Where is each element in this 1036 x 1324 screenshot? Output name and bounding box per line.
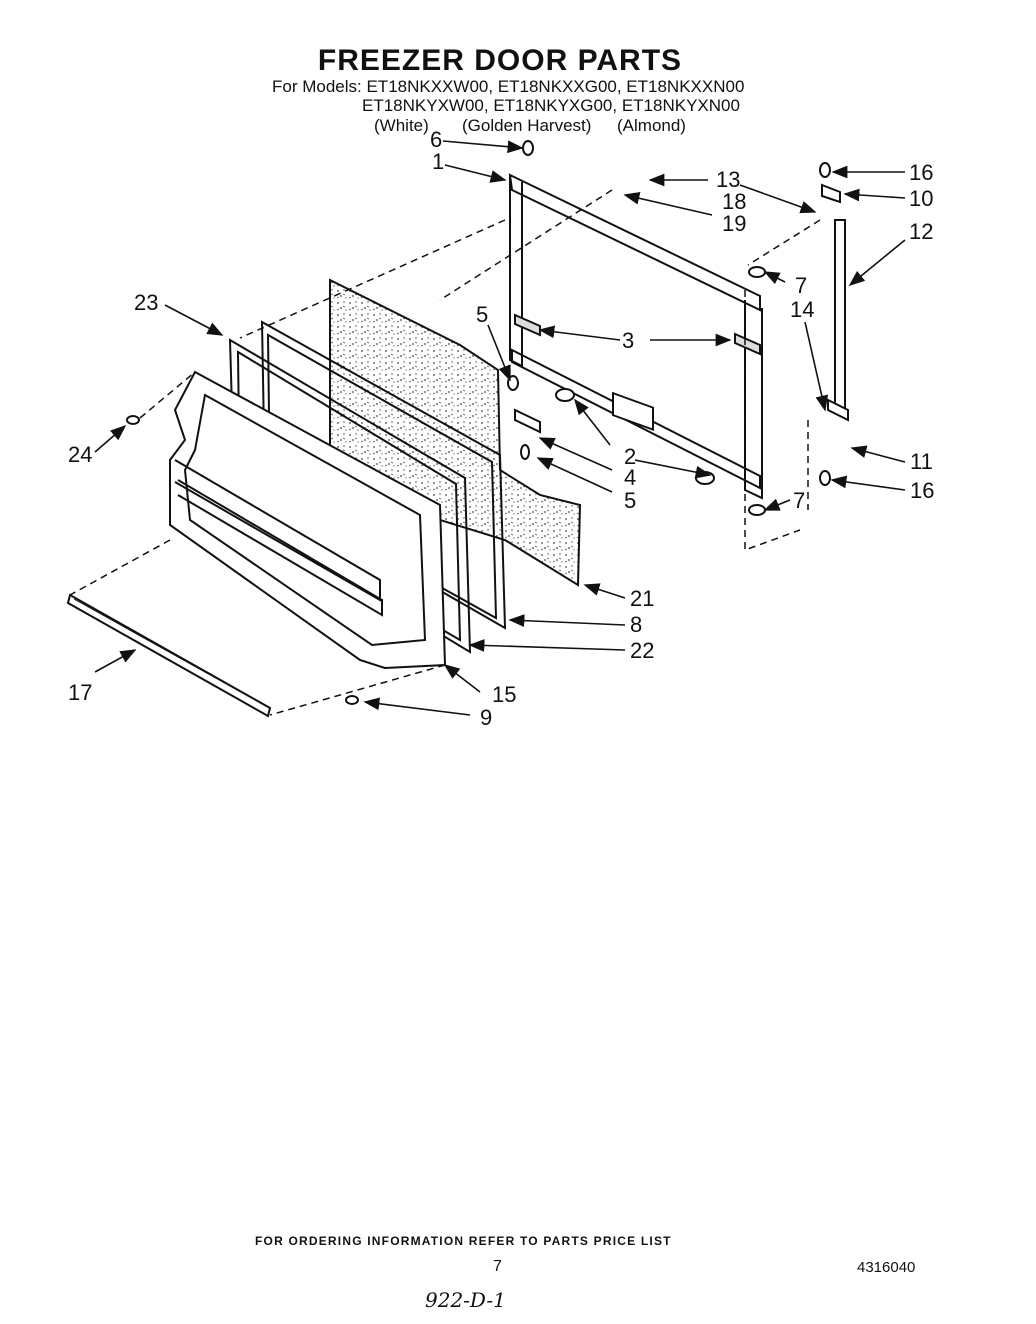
callout-19: 19 [722,211,746,236]
callout-10: 10 [909,186,933,211]
callout-13: 13 [716,167,740,192]
dashed-guide-lines [69,189,821,716]
page-title: FREEZER DOOR PARTS [317,44,683,77]
screws [126,140,831,705]
hinge-parts [514,183,849,516]
door-frame [508,173,763,500]
callout-16-bottom: 16 [910,478,934,503]
callout-5-bottom: 5 [624,488,636,513]
inner-door-liner [169,370,447,670]
callout-14: 14 [790,297,814,322]
callout-labels: 1 6 13 18 19 16 10 12 7 14 3 5 23 24 2 4… [68,127,934,730]
callout-21: 21 [630,586,654,611]
callout-3: 3 [622,328,634,353]
callout-7-top: 7 [795,273,807,298]
callout-8: 8 [630,612,642,637]
ordering-note: FOR ORDERING INFORMATION REFER TO PARTS … [255,1234,672,1248]
callout-7-bottom: 7 [793,488,805,513]
models-line-2: ET18NKYXW00, ET18NKYXG00, ET18NKYXN00 [362,96,740,115]
color-white-label: (White) [374,116,429,135]
leader-arrows [94,140,906,716]
callout-6: 6 [430,127,442,152]
callout-11: 11 [910,449,933,474]
callout-12: 12 [909,219,933,244]
page-number: 7 [493,1258,502,1275]
callout-18: 18 [722,189,746,214]
color-almond-label: (Almond) [617,116,686,135]
callout-9: 9 [480,705,492,730]
models-line-1: For Models: ET18NKXXW00, ET18NKXXG00, ET… [272,77,745,96]
callout-24: 24 [68,442,92,467]
callout-4: 4 [624,465,636,490]
document-number: 4316040 [857,1259,916,1276]
callout-5-top: 5 [476,302,488,327]
callout-1: 1 [432,149,444,174]
callout-22: 22 [630,638,654,663]
callout-16-top: 16 [909,160,933,185]
callout-2: 2 [624,444,636,469]
color-golden-harvest-label: (Golden Harvest) [462,116,592,135]
callout-15: 15 [492,682,516,707]
callout-23: 23 [134,290,158,315]
handwritten-note: 922-D-1 [425,1288,506,1312]
door-shelf-bar [66,593,272,718]
callout-17: 17 [68,680,92,705]
